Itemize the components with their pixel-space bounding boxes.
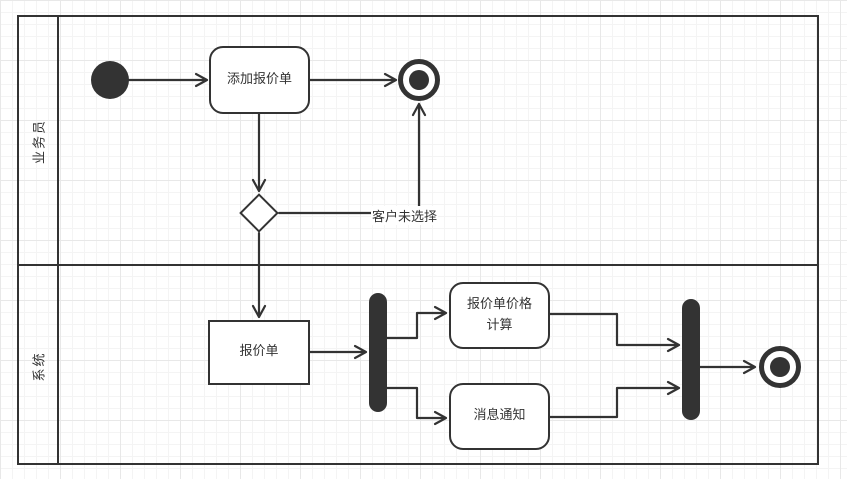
edge-fork-to-price-calc[interactable]: [385, 305, 448, 340]
join-bar[interactable]: [682, 299, 700, 420]
edge-quote-to-fork[interactable]: [308, 344, 368, 360]
edge-fork-to-notify[interactable]: [385, 386, 448, 426]
fork-bar[interactable]: [369, 293, 387, 412]
activity-quote[interactable]: 报价单: [208, 320, 310, 385]
edge-decision-to-quote[interactable]: [251, 231, 267, 319]
edge-join-to-final-bottom[interactable]: [698, 359, 757, 375]
activity-add-quote-label: 添加报价单: [226, 71, 292, 87]
edge-initial-to-add-quote[interactable]: [127, 72, 209, 88]
lane-divider: [17, 264, 819, 266]
swimlane-frame: [17, 15, 819, 465]
activity-price-calc[interactable]: 报价单价格 计算: [449, 282, 550, 349]
activity-quote-label: 报价单: [239, 344, 279, 360]
lane-label-column-divider: [57, 15, 59, 465]
final-node-top[interactable]: [398, 59, 440, 101]
edge-label-customer-not-selected: 客户未选择: [371, 206, 439, 225]
edge-notify-to-join[interactable]: [548, 380, 681, 419]
edge-add-quote-to-decision[interactable]: [251, 112, 267, 193]
activity-notify[interactable]: 消息通知: [449, 383, 550, 450]
activity-notify-label: 消息通知: [473, 408, 526, 424]
activity-add-quote[interactable]: 添加报价单: [209, 46, 310, 114]
activity-price-calc-label: 报价单价格 计算: [466, 297, 532, 333]
initial-node[interactable]: [91, 61, 129, 99]
final-node-bottom-dot: [770, 357, 790, 377]
final-node-top-dot: [409, 70, 429, 90]
final-node-bottom[interactable]: [759, 346, 801, 388]
edge-decision-to-final-top[interactable]: [277, 102, 427, 215]
edge-add-quote-to-final-top[interactable]: [308, 72, 398, 88]
edge-price-calc-to-join[interactable]: [548, 312, 681, 353]
